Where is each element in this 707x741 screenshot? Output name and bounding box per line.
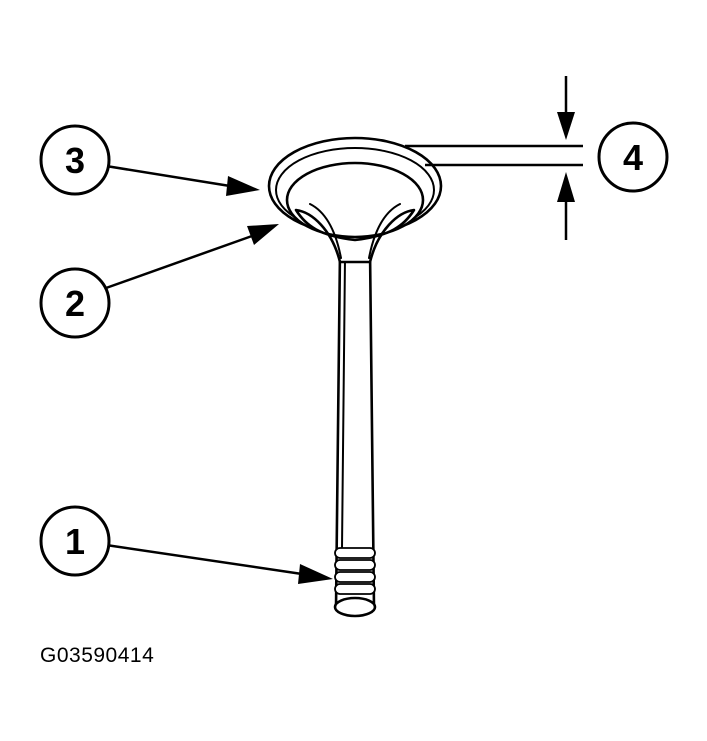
callout-3: 3: [39, 124, 111, 196]
dimension-arrow-down: [557, 112, 575, 140]
callout-3-label: 3: [65, 140, 85, 181]
callout-1: 1: [39, 505, 111, 577]
callout-4-label: 4: [623, 137, 643, 178]
leader-arrow-1: [105, 543, 333, 584]
callout-2-label: 2: [65, 283, 85, 324]
keeper-grooves: [333, 547, 377, 618]
callout-4: 4: [597, 121, 669, 193]
callout-2: 2: [39, 267, 111, 339]
valve-head: [267, 136, 443, 264]
figure-code: G03590414: [40, 644, 155, 667]
dimension-arrow-up: [557, 172, 575, 202]
leader-arrow-2: [105, 224, 279, 290]
leader-arrow-3: [105, 164, 260, 196]
callout-1-label: 1: [65, 521, 85, 562]
margin-dimension: [405, 76, 583, 240]
